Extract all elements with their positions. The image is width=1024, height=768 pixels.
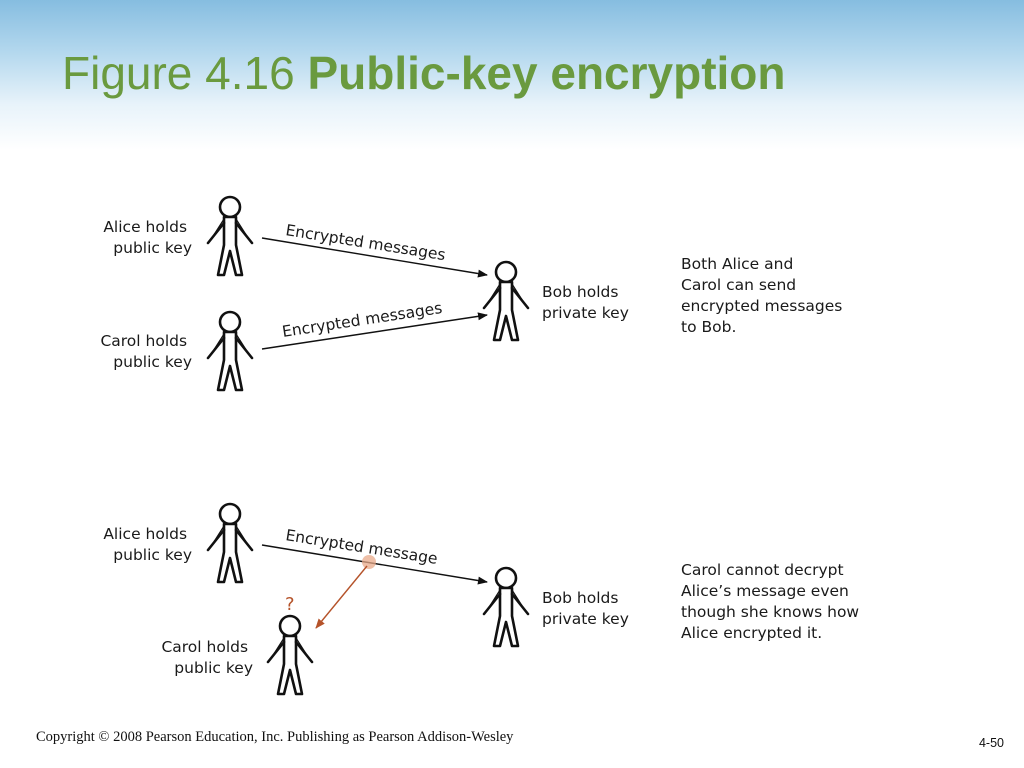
bob-figure-icon bbox=[482, 566, 530, 648]
carol-figure-icon bbox=[206, 310, 254, 392]
top-note: Both Alice and Carol can send encrypted … bbox=[681, 255, 847, 336]
top-carol-label: Carol holds public key bbox=[100, 332, 192, 371]
top-alice-label: Alice holds public key bbox=[103, 218, 192, 257]
top-arrow-carol-to-bob bbox=[261, 312, 488, 350]
top-arrow2-label: Encrypted messages bbox=[281, 299, 444, 341]
alice-figure-icon bbox=[206, 502, 254, 584]
figure-number: Figure 4.16 bbox=[62, 47, 295, 99]
intercept-arrow bbox=[315, 565, 368, 629]
alice-figure-icon bbox=[206, 195, 254, 277]
bottom-alice-label: Alice holds public key bbox=[103, 525, 192, 564]
copyright-notice: Copyright © 2008 Pearson Education, Inc.… bbox=[36, 729, 514, 745]
carol-figure-icon bbox=[266, 614, 314, 696]
bob-figure-icon bbox=[482, 260, 530, 342]
figure-title: Public-key encryption bbox=[307, 47, 786, 99]
top-bob-label: Bob holds private key bbox=[542, 283, 629, 322]
top-arrow-alice-to-bob bbox=[261, 237, 488, 278]
page-number: 4-50 bbox=[978, 736, 1004, 750]
bottom-bob-label: Bob holds private key bbox=[542, 589, 629, 628]
bottom-note: Carol cannot decrypt Alice’s message eve… bbox=[681, 561, 864, 642]
top-arrow1-label: Encrypted messages bbox=[284, 221, 446, 264]
intercept-point bbox=[362, 555, 376, 569]
slide-title: Figure 4.16 Public-key encryption bbox=[62, 46, 786, 100]
question-mark: ? bbox=[285, 594, 295, 615]
header-band bbox=[0, 0, 1024, 150]
bottom-carol-label: Carol holds public key bbox=[161, 638, 253, 677]
